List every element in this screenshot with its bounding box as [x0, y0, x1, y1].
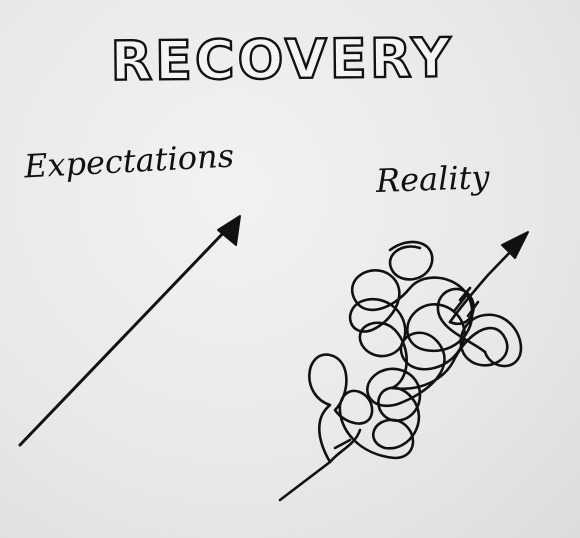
- reality-scribble-arrow: [278, 231, 529, 502]
- expectation-arrow: [18, 215, 241, 447]
